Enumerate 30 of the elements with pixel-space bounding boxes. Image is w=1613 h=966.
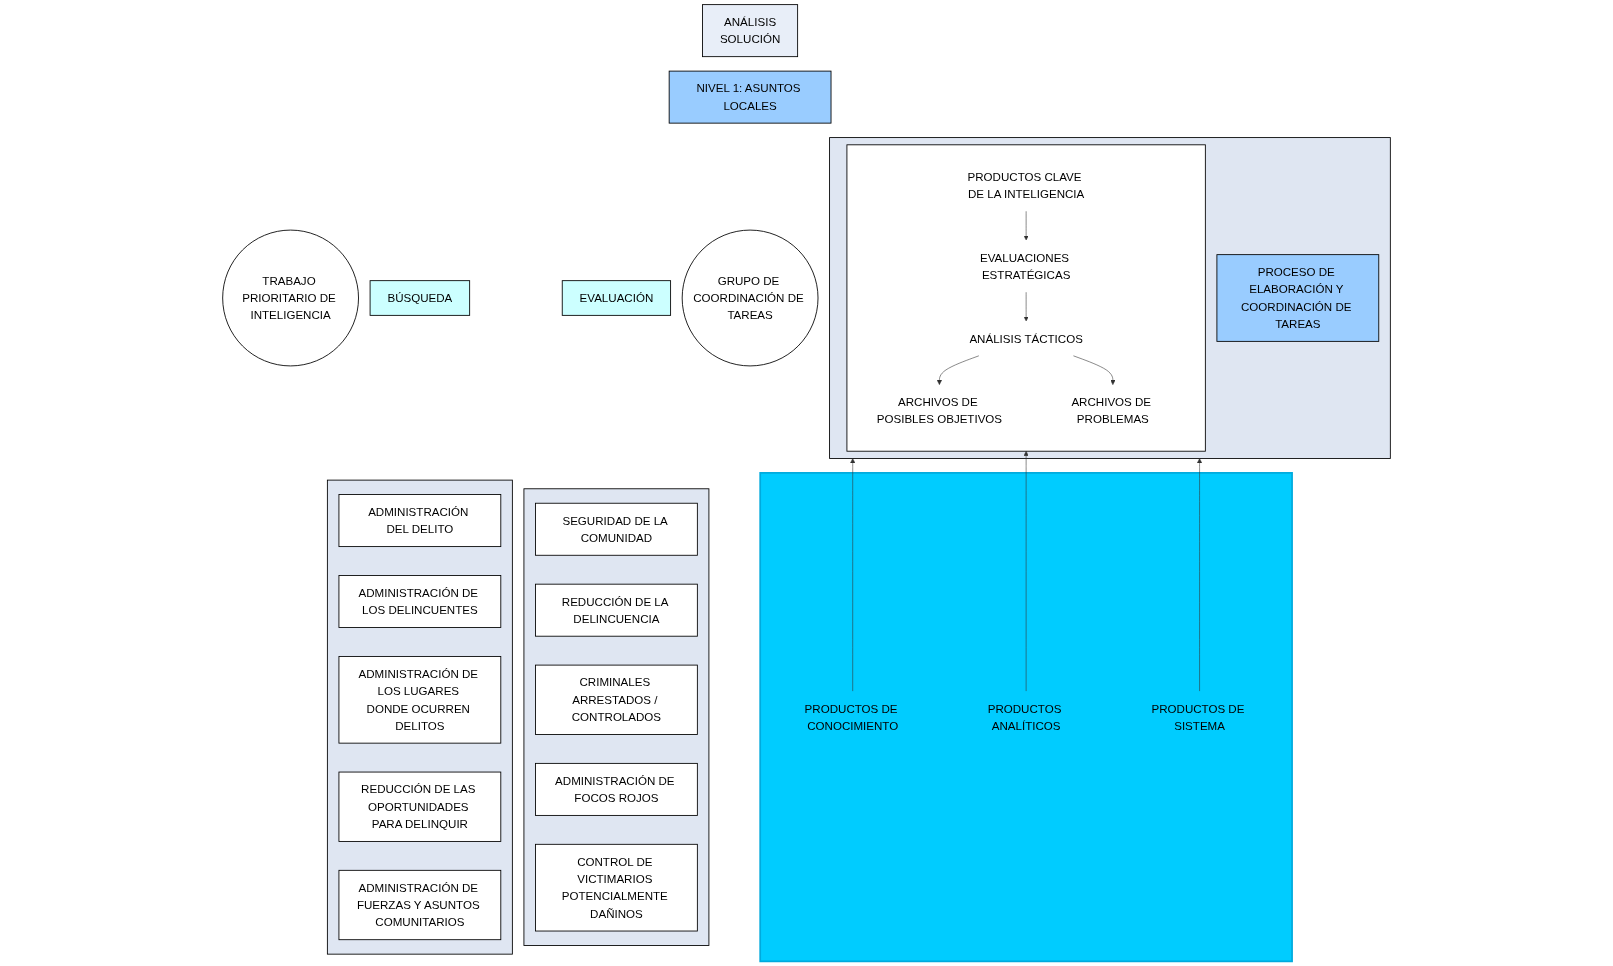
node-box: CRIMINALES ARRESTADOS / CONTROLADOS [535,664,698,735]
node-box: REDUCCIÓN DE LA DELINCUENCIA [535,583,698,637]
node-box: ADMINISTRACIÓN DE FUERZAS Y ASUNTOS COMUNITARIOS [338,869,502,941]
node-text: ARCHIVOS DE PROBLEMAS [1071,395,1152,426]
node-box: NIVEL 1: ASUNTOS LOCALES [668,70,832,124]
node-text: PRODUCTOS ANALÍTICOS [987,702,1062,733]
cluster [829,137,1391,459]
cluster [759,472,1293,963]
node-circle: TRABAJO PRIORITARIO DE INTELIGENCIA [222,229,359,367]
node-box: ADMINISTRACIÓN DE LOS LUGARES DONDE OCURREN DELITOS [338,656,502,744]
node-box: ANÁLISIS SOLUCIÓN [702,4,799,58]
node-box: SEGURIDAD DE LA COMUNIDAD [535,502,698,556]
node-circle: GRUPO DE COORDINACIÓN DE TAREAS [681,229,819,367]
cluster [846,144,1206,452]
node-box: CONTROL DE VICTIMARIOS POTENCIALMENTE DAÑINOS [535,843,698,932]
node-box: PROCESO DE ELABORACIÓN Y COORDINACIÓN DE TAREAS [1216,254,1380,342]
node-text: PRODUCTOS CLAVE DE LA INTELIGENCIA [967,170,1085,201]
node-box: ADMINISTRACIÓN DE LOS DELINCUENTES [338,575,502,628]
node-box: ADMINISTRACIÓN DE FOCOS ROJOS [535,762,698,816]
node-box: BÚSQUEDA [369,280,471,316]
node-box: ADMINISTRACIÓN DEL DELITO [338,494,502,548]
cluster [326,479,513,955]
node-box: REDUCCIÓN DE LAS OPORTUNIDADES PARA DELINQUIR [338,771,502,842]
node-text: PRODUCTOS DE CONOCIMIENTO [804,702,899,733]
node-text: PRODUCTOS DE SISTEMA [1151,702,1245,733]
node-text: ANÁLISIS TÁCTICOS [969,332,1083,345]
node-box: EVALUACIÓN [561,280,672,316]
cluster [523,488,710,946]
node-text: EVALUACIONES ESTRATÉGICAS [979,251,1071,282]
node-text: ARCHIVOS DE POSIBLES OBJETIVOS [876,395,1003,426]
